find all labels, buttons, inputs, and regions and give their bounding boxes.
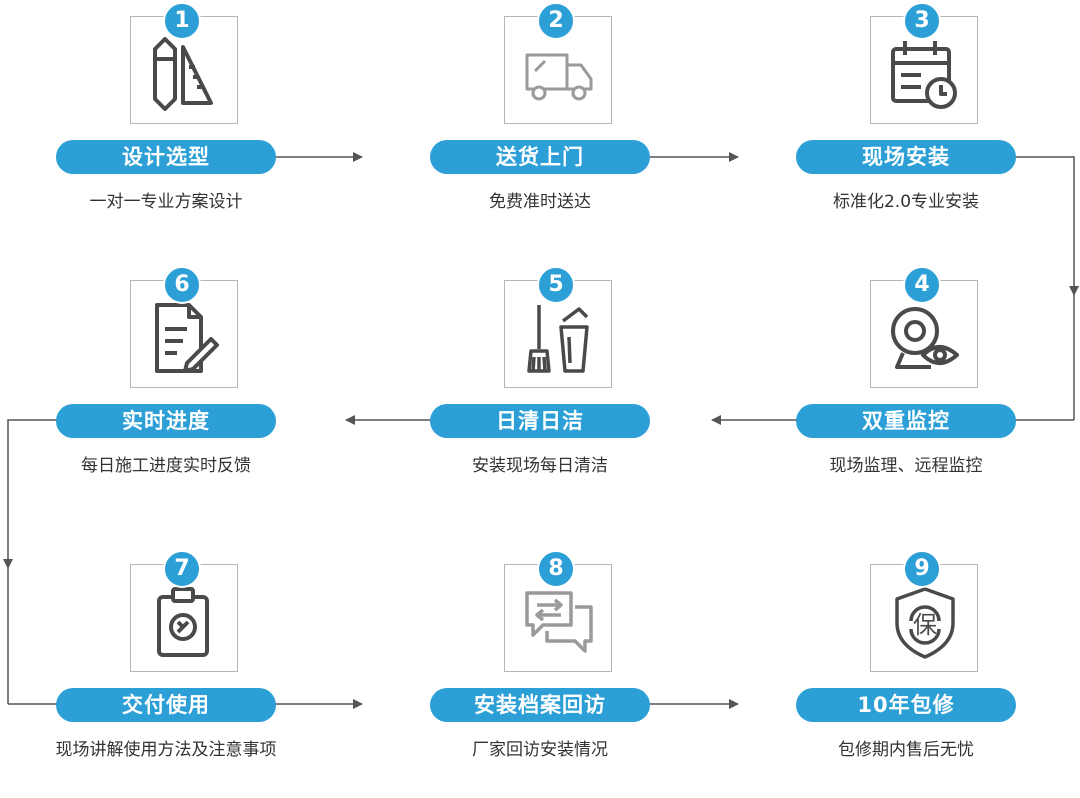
step-number: 2 [537, 2, 575, 40]
step-description: 厂家回访安装情况 [472, 740, 608, 760]
step-number: 5 [537, 266, 575, 304]
step-title: 安装档案回访 [430, 688, 650, 722]
step-title: 日清日洁 [430, 404, 650, 438]
shield-character: 保 [913, 611, 937, 639]
step-title: 10年包修 [796, 688, 1016, 722]
arrow-3-4 [1012, 156, 1079, 296]
step-description: 包修期内售后无忧 [838, 740, 974, 760]
step-number: 3 [903, 2, 941, 40]
step-description: 现场监理、远程监控 [829, 456, 983, 476]
step-title: 设计选型 [56, 140, 276, 174]
step-number: 6 [163, 266, 201, 304]
step-description: 现场讲解使用方法及注意事项 [55, 740, 277, 760]
step-2: 2 送货上门 免费准时送达 [430, 0, 690, 240]
step-description: 标准化2.0专业安装 [832, 192, 980, 212]
step-4: 4 双重监控 现场监理、远程监控 [796, 264, 1056, 504]
step-description: 免费准时送达 [489, 192, 591, 212]
pencil-ruler-icon [153, 37, 213, 111]
step-number: 9 [903, 550, 941, 588]
step-title: 双重监控 [796, 404, 1016, 438]
step-title: 送货上门 [430, 140, 650, 174]
chat-bubbles-icon [525, 591, 593, 653]
step-description: 一对一专业方案设计 [89, 192, 243, 212]
step-6: 6 实时进度 每日施工进度实时反馈 [56, 264, 316, 504]
step-title: 交付使用 [56, 688, 276, 722]
step-1: 1 设计选型 一对一专业方案设计 [56, 0, 316, 240]
step-description: 安装现场每日清洁 [472, 456, 608, 476]
clipboard-check-icon [157, 587, 209, 657]
step-icon-box [504, 564, 612, 672]
step-number: 1 [163, 2, 201, 40]
step-3: 3 现场安装 标准化2.0专业安装 [796, 0, 1056, 240]
step-description: 每日施工进度实时反馈 [81, 456, 251, 476]
step-number: 7 [163, 550, 201, 588]
step-7: 7 交付使用 现场讲解使用方法及注意事项 [56, 548, 316, 788]
calendar-clock-icon [891, 41, 957, 109]
step-title: 现场安装 [796, 140, 1016, 174]
arrow-6-7 [3, 419, 58, 569]
step-8: 8 安装档案回访 厂家回访安装情况 [430, 548, 690, 788]
broom-trash-icon [527, 305, 589, 373]
step-number: 8 [537, 550, 575, 588]
step-5: 5 日清日洁 安装现场每日清洁 [430, 264, 690, 504]
shield-guarantee-icon: 保 [895, 587, 955, 659]
step-9: 9 保 10年包修 包修期内售后无忧 [796, 548, 1056, 788]
document-edit-icon [155, 303, 219, 373]
step-title: 实时进度 [56, 404, 276, 438]
step-number: 4 [903, 266, 941, 304]
webcam-eye-icon [891, 307, 959, 369]
truck-icon [525, 53, 593, 101]
